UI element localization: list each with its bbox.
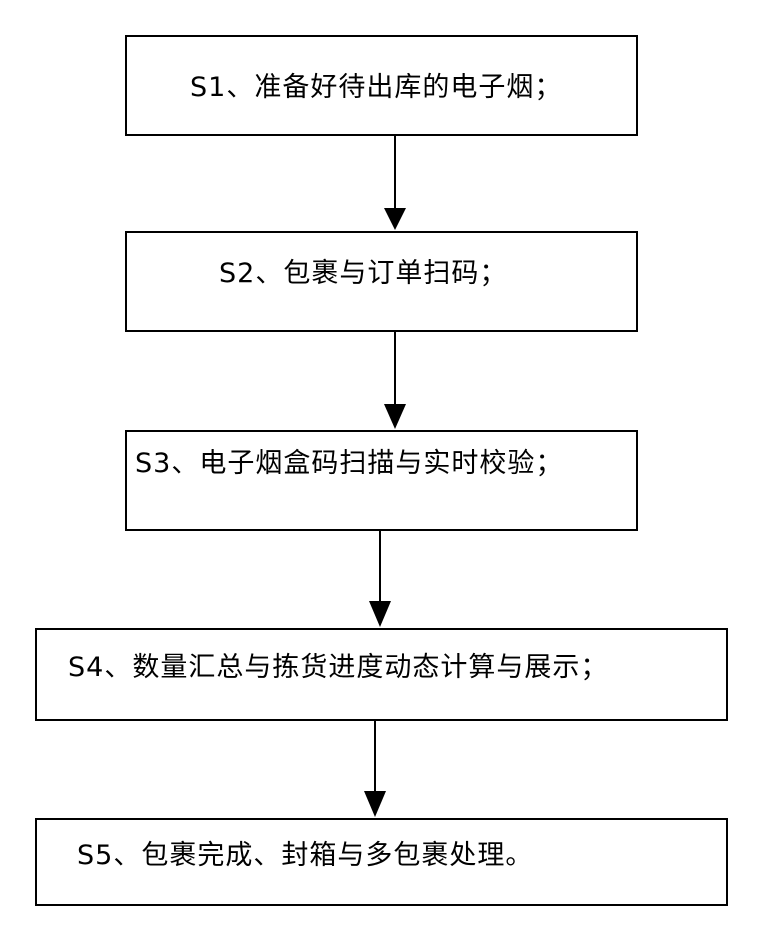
arrow-s2-to-s3 bbox=[384, 332, 406, 429]
arrow-s3-to-s4 bbox=[369, 531, 391, 627]
arrow-s4-to-s5 bbox=[364, 721, 386, 817]
arrow-s1-to-s2 bbox=[384, 136, 406, 230]
